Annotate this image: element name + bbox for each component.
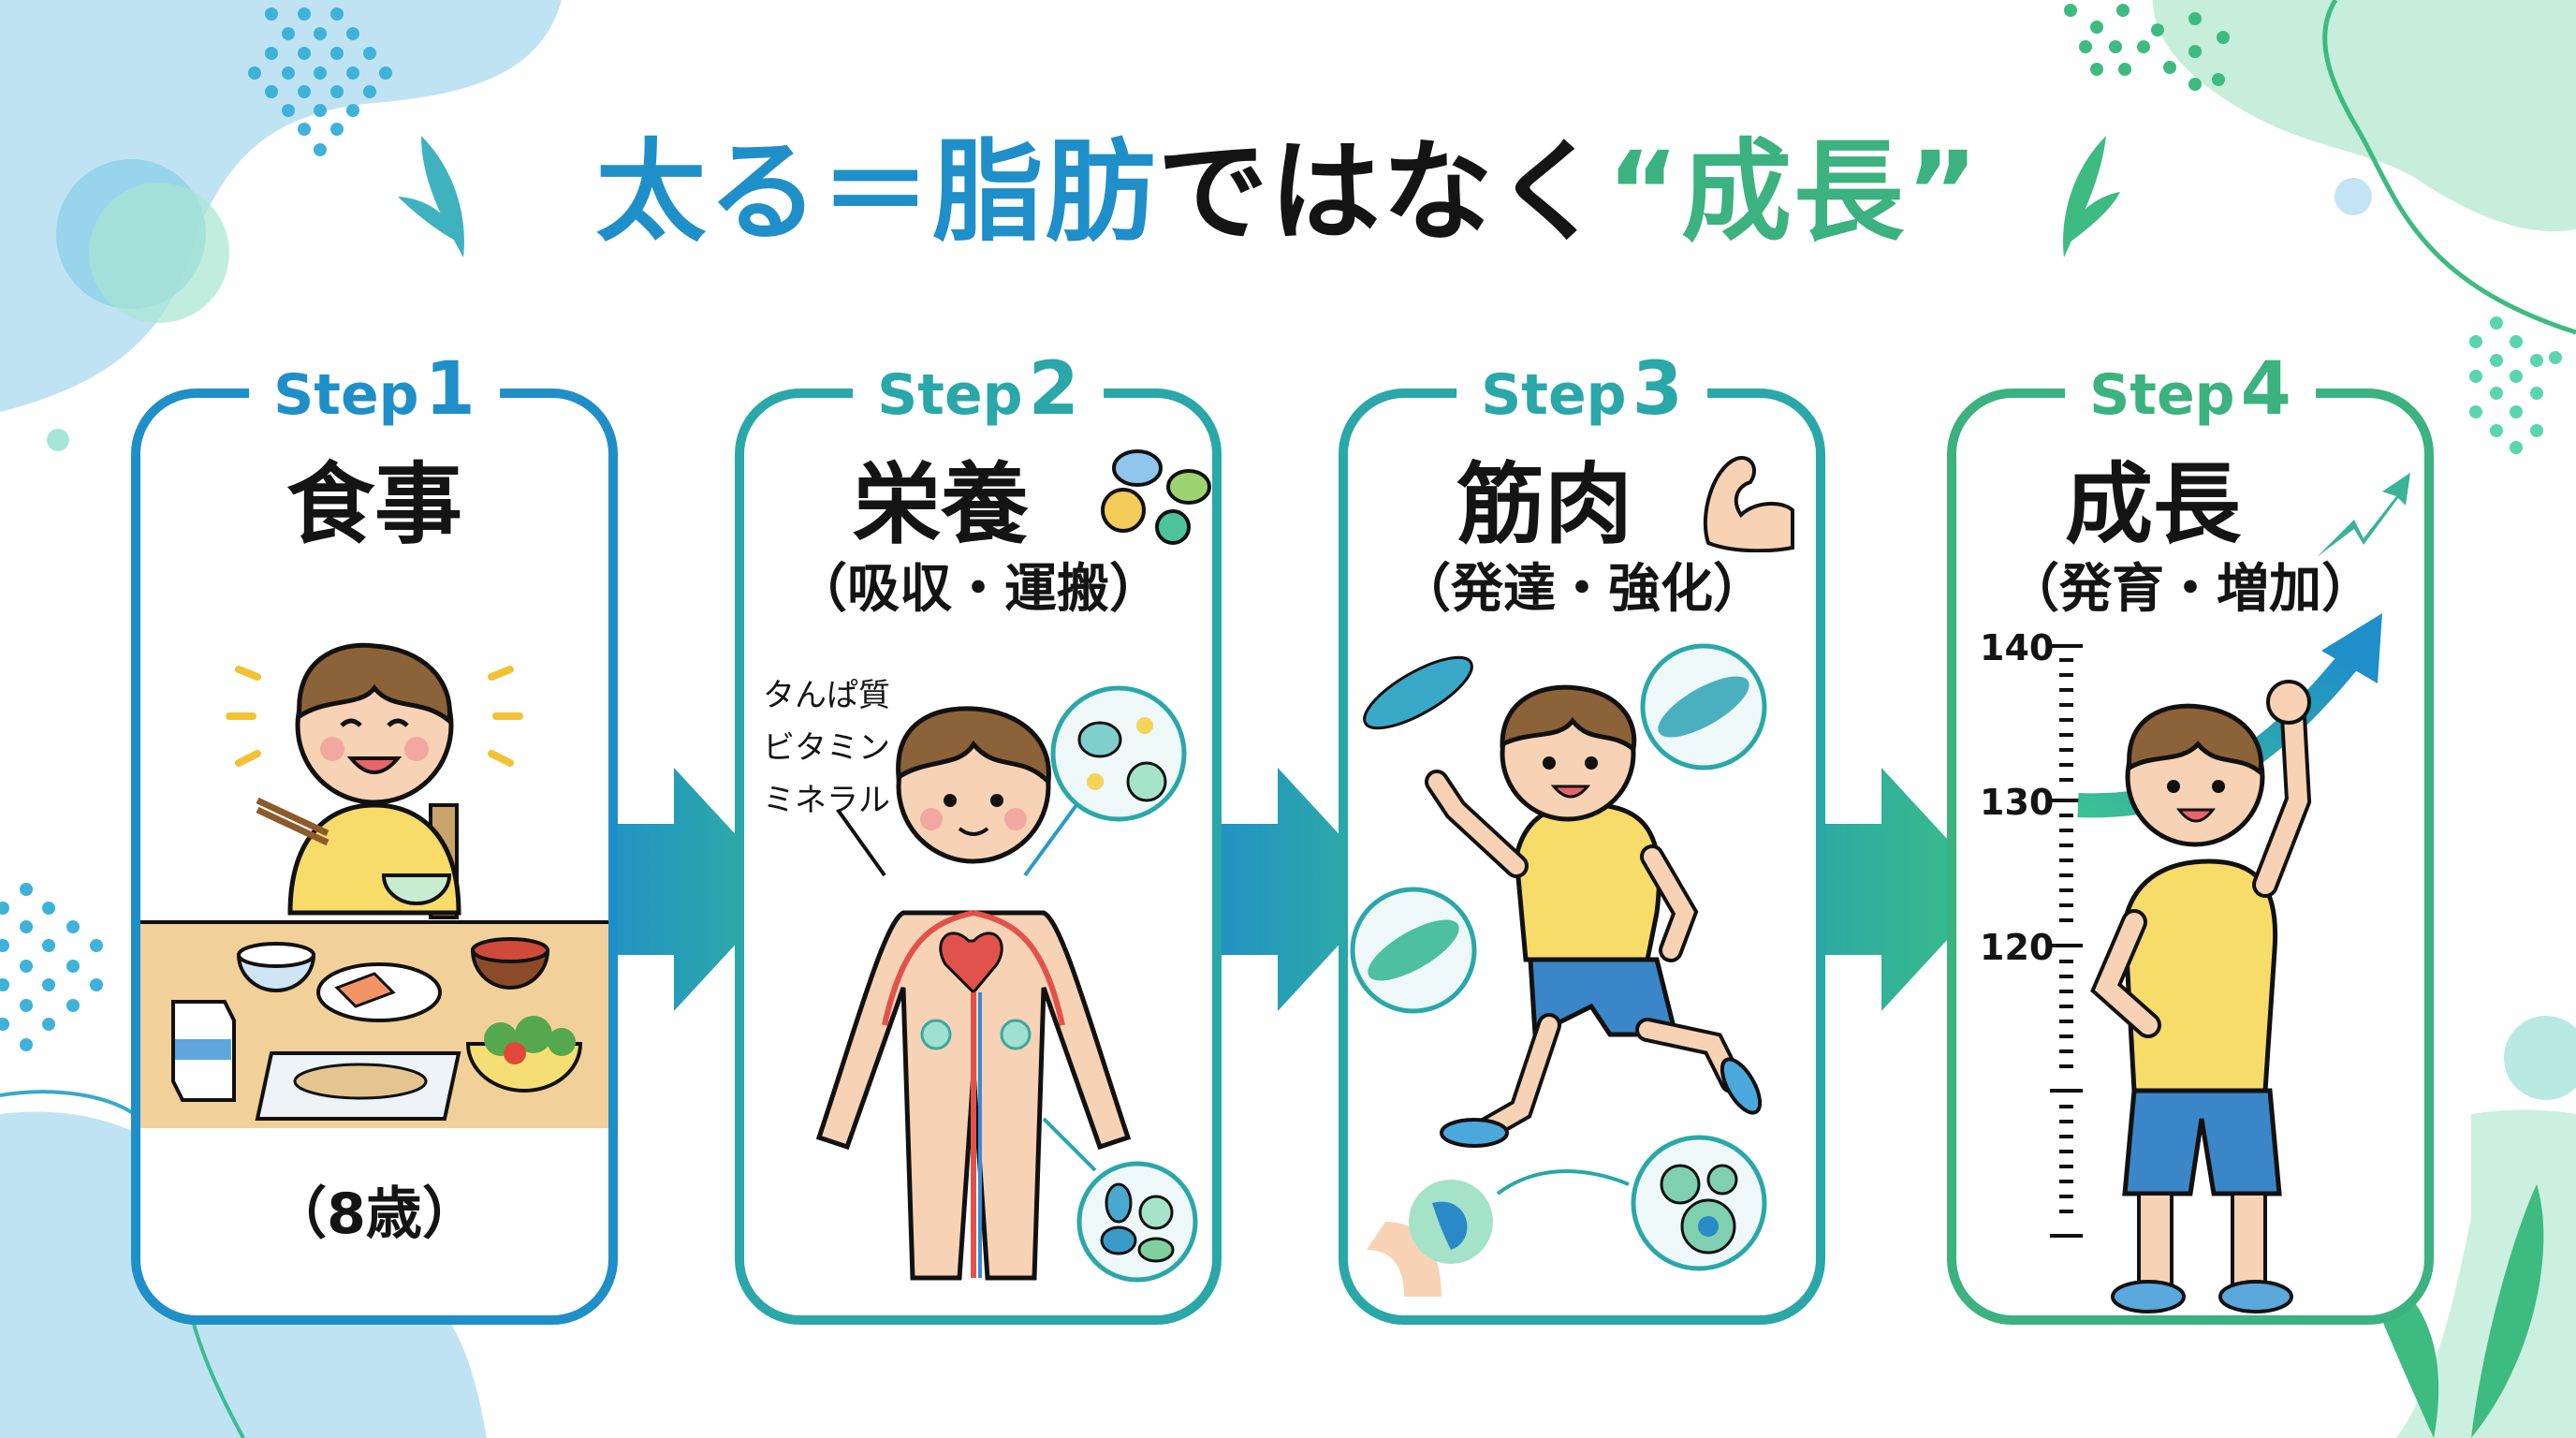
step-number: 1 bbox=[424, 347, 476, 432]
page-title: 太る＝脂肪ではなく“成長” bbox=[0, 122, 2576, 262]
step-word: Step bbox=[2089, 362, 2235, 428]
step-word: Step bbox=[1481, 362, 1627, 428]
step-label: Step3 bbox=[1456, 349, 1707, 435]
step-subtitle: （吸収・運搬） bbox=[795, 559, 1162, 620]
nutrient-mineral: ミネラル bbox=[763, 782, 890, 819]
muscle-fiber-icon bbox=[1363, 655, 1473, 730]
height-chart-illustration bbox=[2050, 613, 2382, 1313]
title-part-not: ではなく bbox=[1157, 127, 1607, 257]
step-title: 筋肉 bbox=[1348, 454, 1816, 557]
step-subtitle: （発達・強化） bbox=[1398, 559, 1765, 620]
step-number: 4 bbox=[2240, 347, 2291, 432]
step-subtitle: （発育・増加） bbox=[2007, 559, 2374, 620]
step-word: Step bbox=[877, 362, 1023, 428]
nutrient-protein: タんぱ質 bbox=[763, 677, 890, 714]
flexed-arm-icon bbox=[1703, 456, 1794, 552]
nutrient-callout: タんぱ質 ビタミン ミネラル bbox=[763, 669, 890, 827]
step-title: 成長 bbox=[1956, 454, 2424, 557]
nutrient-vitamin: ビタミン bbox=[763, 729, 890, 767]
step-word: Step bbox=[273, 362, 419, 428]
age-label: （8歳） bbox=[271, 1181, 478, 1247]
step-title-text: 筋肉 bbox=[1456, 454, 1632, 556]
step-card-4: Step4 成長 （発育・増加） 140 130 120 bbox=[1947, 349, 2434, 1325]
step-title: 栄養 bbox=[744, 454, 1212, 557]
title-part-fat: 太る＝脂肪 bbox=[595, 127, 1158, 257]
step-card-3: Step3 筋肉 （発達・強化） bbox=[1339, 349, 1825, 1325]
running-muscle-illustration bbox=[1350, 643, 1767, 1297]
step-number: 3 bbox=[1632, 347, 1683, 432]
step-card-2: Step2 栄養 （吸収・運搬） タんぱ質 ビタミン ミネラル bbox=[735, 349, 1222, 1325]
step-label: Step4 bbox=[2065, 349, 2316, 435]
step-card-1: Step1 食事 （8歳） bbox=[131, 349, 618, 1325]
nutrient-beans-icon bbox=[1101, 449, 1211, 545]
step-number: 2 bbox=[1028, 347, 1079, 432]
meal-illustration bbox=[140, 642, 608, 1128]
height-scale-120: 120 bbox=[1980, 927, 2055, 968]
step-title: 食事 bbox=[285, 454, 462, 556]
height-scale-140: 140 bbox=[1980, 627, 2055, 668]
height-scale-130: 130 bbox=[1980, 782, 2055, 823]
title-part-growth: “成長” bbox=[1606, 127, 1981, 257]
body-circulation-illustration bbox=[815, 685, 1198, 1283]
step-title-text: 成長 bbox=[2064, 454, 2241, 556]
step-label: Step2 bbox=[853, 349, 1104, 435]
step-title-text: 栄養 bbox=[852, 454, 1029, 556]
growth-arrow-icon bbox=[2317, 473, 2410, 557]
step-label: Step1 bbox=[249, 349, 500, 435]
